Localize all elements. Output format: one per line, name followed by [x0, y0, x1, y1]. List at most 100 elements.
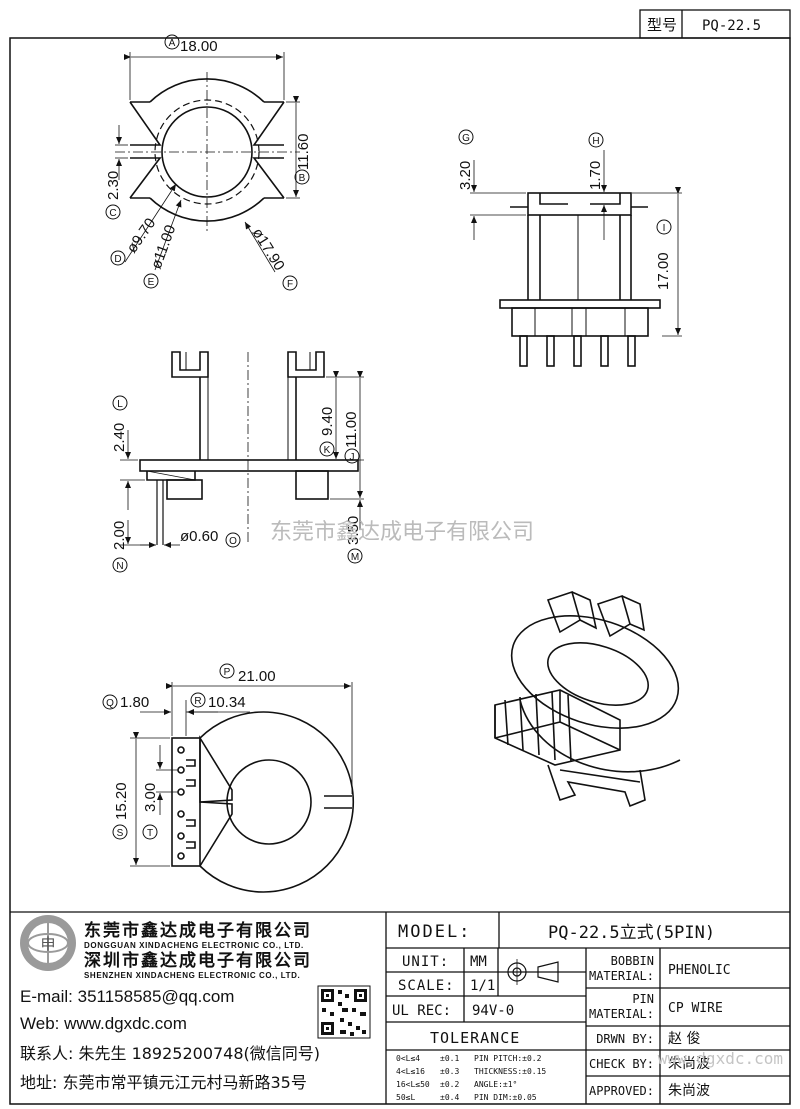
check-label: CHECK BY: [589, 1057, 654, 1071]
svg-text:A: A [169, 38, 176, 49]
svg-text:L: L [117, 399, 123, 410]
front-view-dims [120, 371, 364, 548]
company-info: 东莞市鑫达成电子有限公司 DONGGUAN XINDACHENG ELECTRO… [20, 920, 320, 1092]
tol-note-3: ANGLE:±1° [474, 1080, 517, 1089]
dim-I: 17.00 [655, 252, 672, 290]
svg-text:C: C [109, 208, 116, 219]
company-contact: 联系人: 朱先生 18925200748(微信同号) [20, 1044, 320, 1063]
company-web: Web: www.dgxdc.com [20, 1014, 187, 1033]
svg-text:O: O [229, 536, 237, 547]
projection-symbol-icon [504, 959, 559, 985]
svg-text:I: I [663, 223, 666, 234]
top-view-dims [115, 52, 300, 273]
dim-C: 2.30 [105, 171, 122, 200]
svg-text:M: M [351, 552, 359, 563]
tol-range-4: 50≤L [396, 1093, 415, 1102]
tol-note-1: PIN PITCH:±0.2 [474, 1054, 542, 1063]
title-block-text: MODEL: PQ-22.5立式(5PIN) UNIT: MM SCALE: 1… [392, 922, 783, 1102]
dim-J: 11.00 [343, 412, 360, 448]
tol-value-2: ±0.3 [440, 1067, 459, 1076]
svg-text:E: E [148, 277, 155, 288]
svg-text:T: T [147, 828, 153, 839]
scale-label: SCALE: [398, 978, 455, 994]
qr-code-icon [317, 985, 371, 1039]
top-view-labels: A 18.00 B 11.60 C 2.30 D ø9.70 E ø11.00 … [105, 34, 312, 291]
isometric-view [494, 590, 681, 808]
ulrec-label: UL REC: [392, 1003, 451, 1019]
sheet-border [9, 37, 791, 1105]
bottom-view [171, 711, 355, 893]
svg-text:D: D [114, 254, 121, 265]
svg-text:K: K [324, 445, 331, 456]
model-value: PQ-22.5立式(5PIN) [548, 923, 715, 943]
dim-M: 3.50 [345, 516, 362, 545]
dim-N: 2.00 [111, 521, 128, 550]
tol-value-1: ±0.1 [440, 1054, 459, 1063]
company-logo-icon: 申 [20, 915, 76, 971]
dim-B: 11.60 [295, 134, 312, 170]
bobbin-value: PHENOLIC [668, 963, 731, 978]
title-block [10, 911, 790, 1104]
svg-text:F: F [287, 279, 293, 290]
company-en-shenzhen: SHENZHEN XINDACHENG ELECTRONIC CO., LTD. [84, 971, 300, 980]
top-view [115, 72, 300, 232]
dim-Q: 1.80 [120, 694, 149, 711]
header-model-box: 型号 PQ-22.5 [639, 9, 791, 39]
tol-note-4: PIN DIM:±0.05 [474, 1093, 537, 1102]
company-address: 地址: 东莞市常平镇元江元村马新路35号 [20, 1073, 307, 1092]
dim-K: 9.40 [319, 407, 336, 436]
bobbin-label-2: MATERIAL: [589, 969, 654, 983]
dim-O: ø0.60 [180, 528, 218, 545]
svg-text:G: G [462, 133, 470, 144]
bottom-view-labels: P 21.00 Q 1.80 R 10.34 S 15.20 T 3.00 [102, 663, 276, 840]
tol-range-3: 16<L≤50 [396, 1080, 430, 1089]
company-name-dongguan: 东莞市鑫达成电子有限公司 [84, 920, 312, 941]
dim-G: 3.20 [457, 161, 474, 190]
approved-value: 朱尚波 [668, 1083, 710, 1099]
unit-label: UNIT: [402, 954, 449, 970]
dim-R: 10.34 [208, 694, 246, 711]
watermark-corner: www.dgxdc.com [658, 1049, 783, 1068]
svg-text:B: B [299, 173, 306, 184]
dim-S: 15.20 [113, 782, 130, 820]
svg-text:N: N [116, 561, 123, 572]
approved-label: APPROVED: [589, 1084, 654, 1098]
tol-note-2: THICKNESS:±0.15 [474, 1067, 546, 1076]
bobbin-label-1: BOBBIN [611, 954, 654, 968]
side-view [499, 192, 661, 367]
watermark-center: 东莞市鑫达成电子有限公司 [270, 520, 534, 545]
pin-label-2: MATERIAL: [589, 1007, 654, 1021]
front-view-labels: L 2.40 K 9.40 J 11.00 M 3.50 N 2.00 ø0.6… [111, 395, 363, 573]
svg-text:H: H [592, 136, 599, 147]
header-model-label: 型号 [647, 16, 677, 34]
side-view-dims [470, 150, 682, 337]
company-email: E-mail: 351158585@qq.com [20, 987, 234, 1006]
company-en-dongguan: DONGGUAN XINDACHENG ELECTRONIC CO., LTD. [84, 941, 304, 950]
drawn-label: DRWN BY: [596, 1032, 654, 1046]
dim-H: 1.70 [587, 161, 604, 190]
company-name-shenzhen: 深圳市鑫达成电子有限公司 [84, 950, 312, 971]
dim-T: 3.00 [142, 783, 159, 812]
tol-value-4: ±0.4 [440, 1093, 459, 1102]
tol-value-3: ±0.2 [440, 1080, 459, 1089]
ulrec-value: 94V-0 [472, 1003, 514, 1019]
pin-label-1: PIN [632, 992, 654, 1006]
svg-text:S: S [117, 828, 124, 839]
svg-text:Q: Q [106, 698, 114, 709]
unit-value: MM [470, 954, 487, 970]
header-model-value: PQ-22.5 [702, 18, 761, 34]
pin-value: CP WIRE [668, 1001, 723, 1016]
tol-range-1: 0<L≤4 [396, 1054, 420, 1063]
bottom-view-dims [130, 682, 353, 867]
dim-P: 21.00 [238, 668, 276, 685]
check-value: 朱尚波 [668, 1056, 710, 1072]
side-view-labels: G 3.20 H 1.70 I 17.00 [457, 129, 672, 290]
tol-range-2: 4<L≤16 [396, 1067, 425, 1076]
drawn-value: 赵 俊 [668, 1031, 700, 1047]
dim-L: 2.40 [111, 423, 128, 452]
dim-A: 18.00 [180, 38, 218, 55]
tolerance-label: TOLERANCE [430, 1029, 520, 1047]
svg-text:申: 申 [40, 935, 55, 953]
svg-text:J: J [350, 452, 355, 463]
